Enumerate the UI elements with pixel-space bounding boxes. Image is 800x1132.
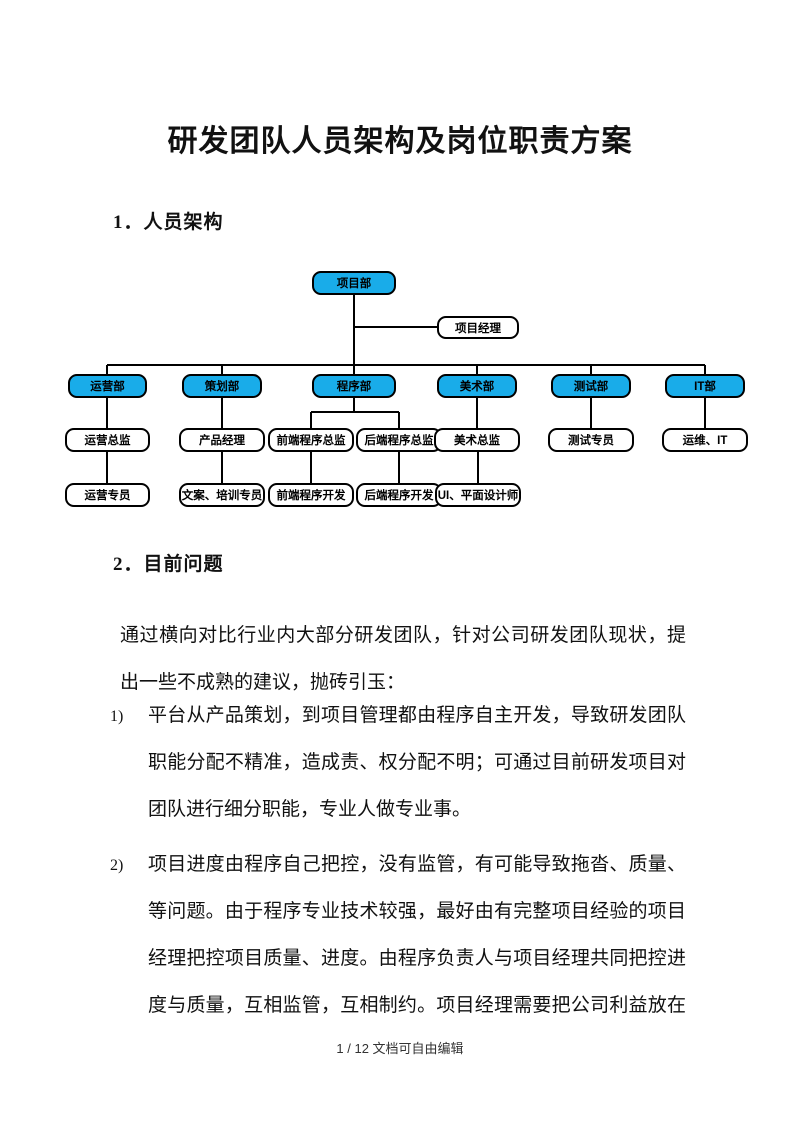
intro-line: 出一些不成熟的建议，抛砖引玉： xyxy=(120,672,406,693)
item-line: 平台从产品策划，到项目管理都由程序自主开发，导致研发团队 xyxy=(148,705,686,726)
section-2-heading: 2．目前问题 xyxy=(113,554,224,575)
org-node-ops-it: 运维、IT xyxy=(662,428,748,452)
list-marker: 1) xyxy=(110,708,124,725)
item-line: 项目进度由程序自己把控，没有监管，有可能导致拖沓、质量、 xyxy=(148,854,686,875)
org-chart: 项目部 项目经理 运营部 策划部 程序部 美术部 测试部 IT部 运营总监 产品… xyxy=(55,265,755,515)
intro-paragraph: 通过横向对比行业内大部分研发团队，针对公司研发团队现状，提 出一些不成熟的建议，… xyxy=(120,612,686,706)
org-node-test-specialist: 测试专员 xyxy=(548,428,634,452)
org-node-planning-dept: 策划部 xyxy=(182,374,262,398)
org-node-operations-director: 运营总监 xyxy=(65,428,150,452)
org-node-project-dept: 项目部 xyxy=(312,271,396,295)
problem-item-2-text: 项目进度由程序自己把控，没有监管，有可能导致拖沓、质量、 等问题。由于程序专业技… xyxy=(148,841,686,1029)
org-node-ui-graphic-designer: UI、平面设计师 xyxy=(435,483,521,507)
org-node-frontend-program-director: 前端程序总监 xyxy=(268,428,354,452)
section-1-heading: 1．人员架构 xyxy=(113,212,224,233)
org-node-product-manager: 产品经理 xyxy=(179,428,265,452)
problem-item-1-text: 平台从产品策划，到项目管理都由程序自主开发，导致研发团队 职能分配不精准，造成责… xyxy=(148,692,686,833)
org-node-operations-dept: 运营部 xyxy=(68,374,147,398)
org-node-art-dept: 美术部 xyxy=(437,374,517,398)
intro-line: 通过横向对比行业内大部分研发团队，针对公司研发团队现状，提 xyxy=(120,625,686,646)
org-node-copywriting-training-specialist: 文案、培训专员 xyxy=(179,483,265,507)
item-line: 团队进行细分职能，专业人做专业事。 xyxy=(148,799,472,820)
problem-item-1: 1) 平台从产品策划，到项目管理都由程序自主开发，导致研发团队 职能分配不精准，… xyxy=(110,692,686,833)
page-footer: 1 / 12 文档可自由编辑 xyxy=(336,1041,464,1056)
org-node-backend-program-director: 后端程序总监 xyxy=(356,428,442,452)
org-node-frontend-developer: 前端程序开发 xyxy=(268,483,354,507)
org-node-it-dept: IT部 xyxy=(665,374,745,398)
org-chart-connectors xyxy=(106,295,706,484)
org-node-art-director: 美术总监 xyxy=(434,428,520,452)
org-node-program-dept: 程序部 xyxy=(312,374,396,398)
org-node-project-manager: 项目经理 xyxy=(437,316,519,339)
item-line: 等问题。由于程序专业技术较强，最好由有完整项目经验的项目 xyxy=(148,901,686,922)
org-node-backend-developer: 后端程序开发 xyxy=(356,483,442,507)
item-line: 职能分配不精准，造成责、权分配不明；可通过目前研发项目对 xyxy=(148,752,686,773)
page-title: 研发团队人员架构及岗位职责方案 xyxy=(167,125,633,158)
org-node-operations-specialist: 运营专员 xyxy=(65,483,150,507)
item-line: 度与质量，互相监管，互相制约。项目经理需要把公司利益放在 xyxy=(148,995,686,1016)
org-node-test-dept: 测试部 xyxy=(551,374,631,398)
problem-item-2: 2) 项目进度由程序自己把控，没有监管，有可能导致拖沓、质量、 等问题。由于程序… xyxy=(110,841,686,1029)
item-line: 经理把控项目质量、进度。由程序负责人与项目经理共同把控进 xyxy=(148,948,686,969)
list-marker: 2) xyxy=(110,857,124,874)
